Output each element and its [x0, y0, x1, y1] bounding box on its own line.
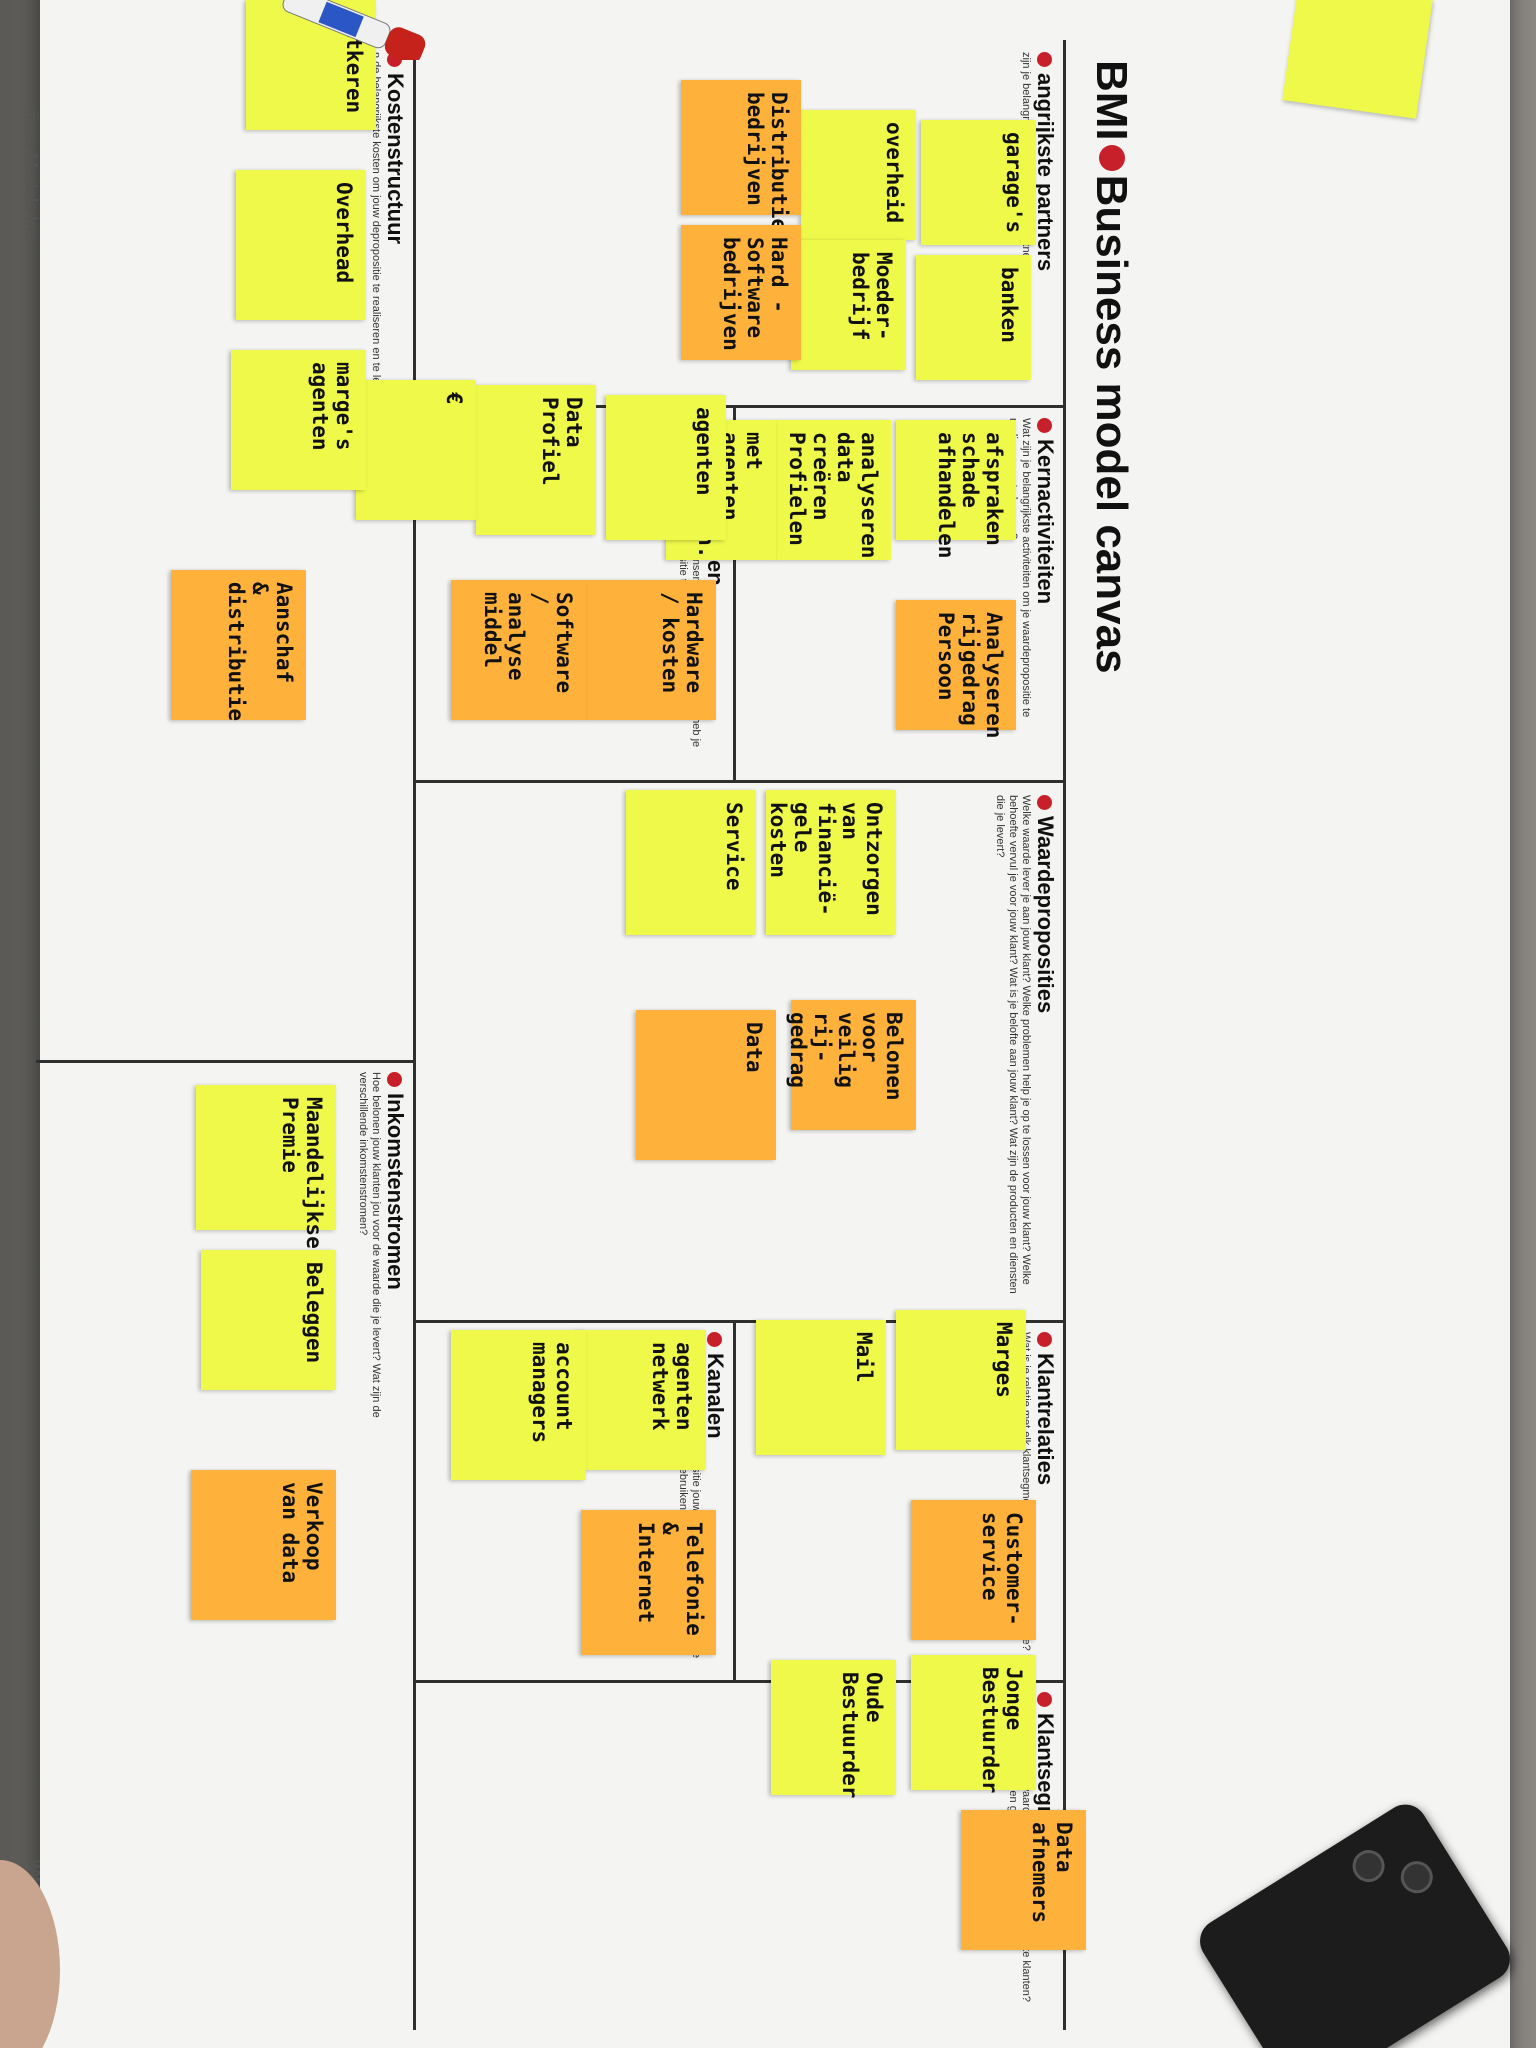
brand-label: BMI: [1087, 60, 1136, 141]
sticky-note: garage's: [921, 120, 1036, 245]
sticky-note: Data Profiel: [476, 385, 596, 535]
sticky-note: agenten netwerk: [576, 1330, 706, 1470]
sticky-note: Service: [626, 790, 756, 935]
grid-hline-right: [733, 1320, 736, 1680]
camera-icon: [1394, 1855, 1439, 1900]
sticky-note: Hard - Software bedrijven: [681, 225, 801, 360]
sticky-note: Belonen voor veilig rij- gedrag: [786, 1000, 916, 1130]
sticky-note: afspraken schade afhandelen: [896, 420, 1016, 558]
sticky-note: agenten: [606, 395, 726, 540]
sticky-note: Data afnemers: [961, 1810, 1086, 1950]
sticky-note: Maandelijkse Premie: [196, 1085, 336, 1249]
sticky-note: Beleggen: [201, 1250, 336, 1390]
sticky-note: Mail: [756, 1320, 886, 1455]
grid-vline-2: [416, 780, 1066, 783]
camera-icon: [1346, 1844, 1391, 1889]
grid-top-line: [1063, 40, 1066, 2030]
section-desc-revenue: Hoe belonen jouw klanten jou voor de waa…: [357, 1072, 382, 1418]
sticky-note: marge's agenten: [231, 350, 366, 490]
grid-vline-bottom: [36, 1060, 416, 1063]
sticky-note: Overhead: [236, 170, 366, 320]
sticky-note: Oude Bestuurder: [771, 1660, 896, 1798]
sticky-note: banken: [916, 255, 1031, 380]
grid-mid-line: [413, 40, 416, 2030]
sticky-note: Ontzorgen van financië- gele kosten: [766, 790, 896, 935]
sticky-note: Hardware / kosten: [586, 580, 716, 720]
sticky-note: overheid: [801, 110, 916, 240]
sticky-note: Aanschaf & distributie: [171, 570, 306, 721]
section-title-revenue: Inkomstenstromen: [382, 1072, 408, 1290]
sticky-note: Jonge Bestuurder: [911, 1655, 1036, 1793]
sticky-note: account managers: [451, 1330, 586, 1480]
sticky-note: analyseren data creëren Profielen: [776, 420, 891, 560]
marker-pen: [282, 0, 426, 60]
section-desc-value: Welke waarde lever je aan jouw klant? We…: [994, 795, 1032, 1294]
footer-copyright: ness Models Inc: [21, 110, 41, 241]
sticky-note: Data: [636, 1010, 776, 1160]
sticky-note: €: [356, 380, 476, 520]
sticky-note: Verkoop van data: [191, 1470, 336, 1620]
section-title-value: Waardeproposities: [1032, 795, 1058, 1013]
title-dot-icon: [1099, 144, 1125, 171]
sticky-note: Customer- service: [911, 1500, 1036, 1640]
sticky-note: Telefonie & Internet: [581, 1510, 716, 1655]
section-title-activities: Kernactiviteiten: [1032, 418, 1058, 604]
sticky-note: Analyseren rijgedrag Persoon: [896, 600, 1016, 738]
sticky-note-top-corner: [1282, 0, 1433, 119]
sticky-note: Moeder- bedrijf: [791, 240, 906, 370]
sticky-note: Distributie bedrijven: [681, 80, 801, 231]
section-title-costs: Kostenstructuur: [382, 52, 408, 244]
sticky-note: Software / analyse middel: [451, 580, 586, 720]
canvas-title: BMI Business model canvas: [1086, 60, 1136, 674]
sticky-note: Marges: [896, 1310, 1026, 1450]
title-text: Business model canvas: [1087, 174, 1136, 674]
section-title-relations: Klantrelaties: [1032, 1332, 1058, 1485]
